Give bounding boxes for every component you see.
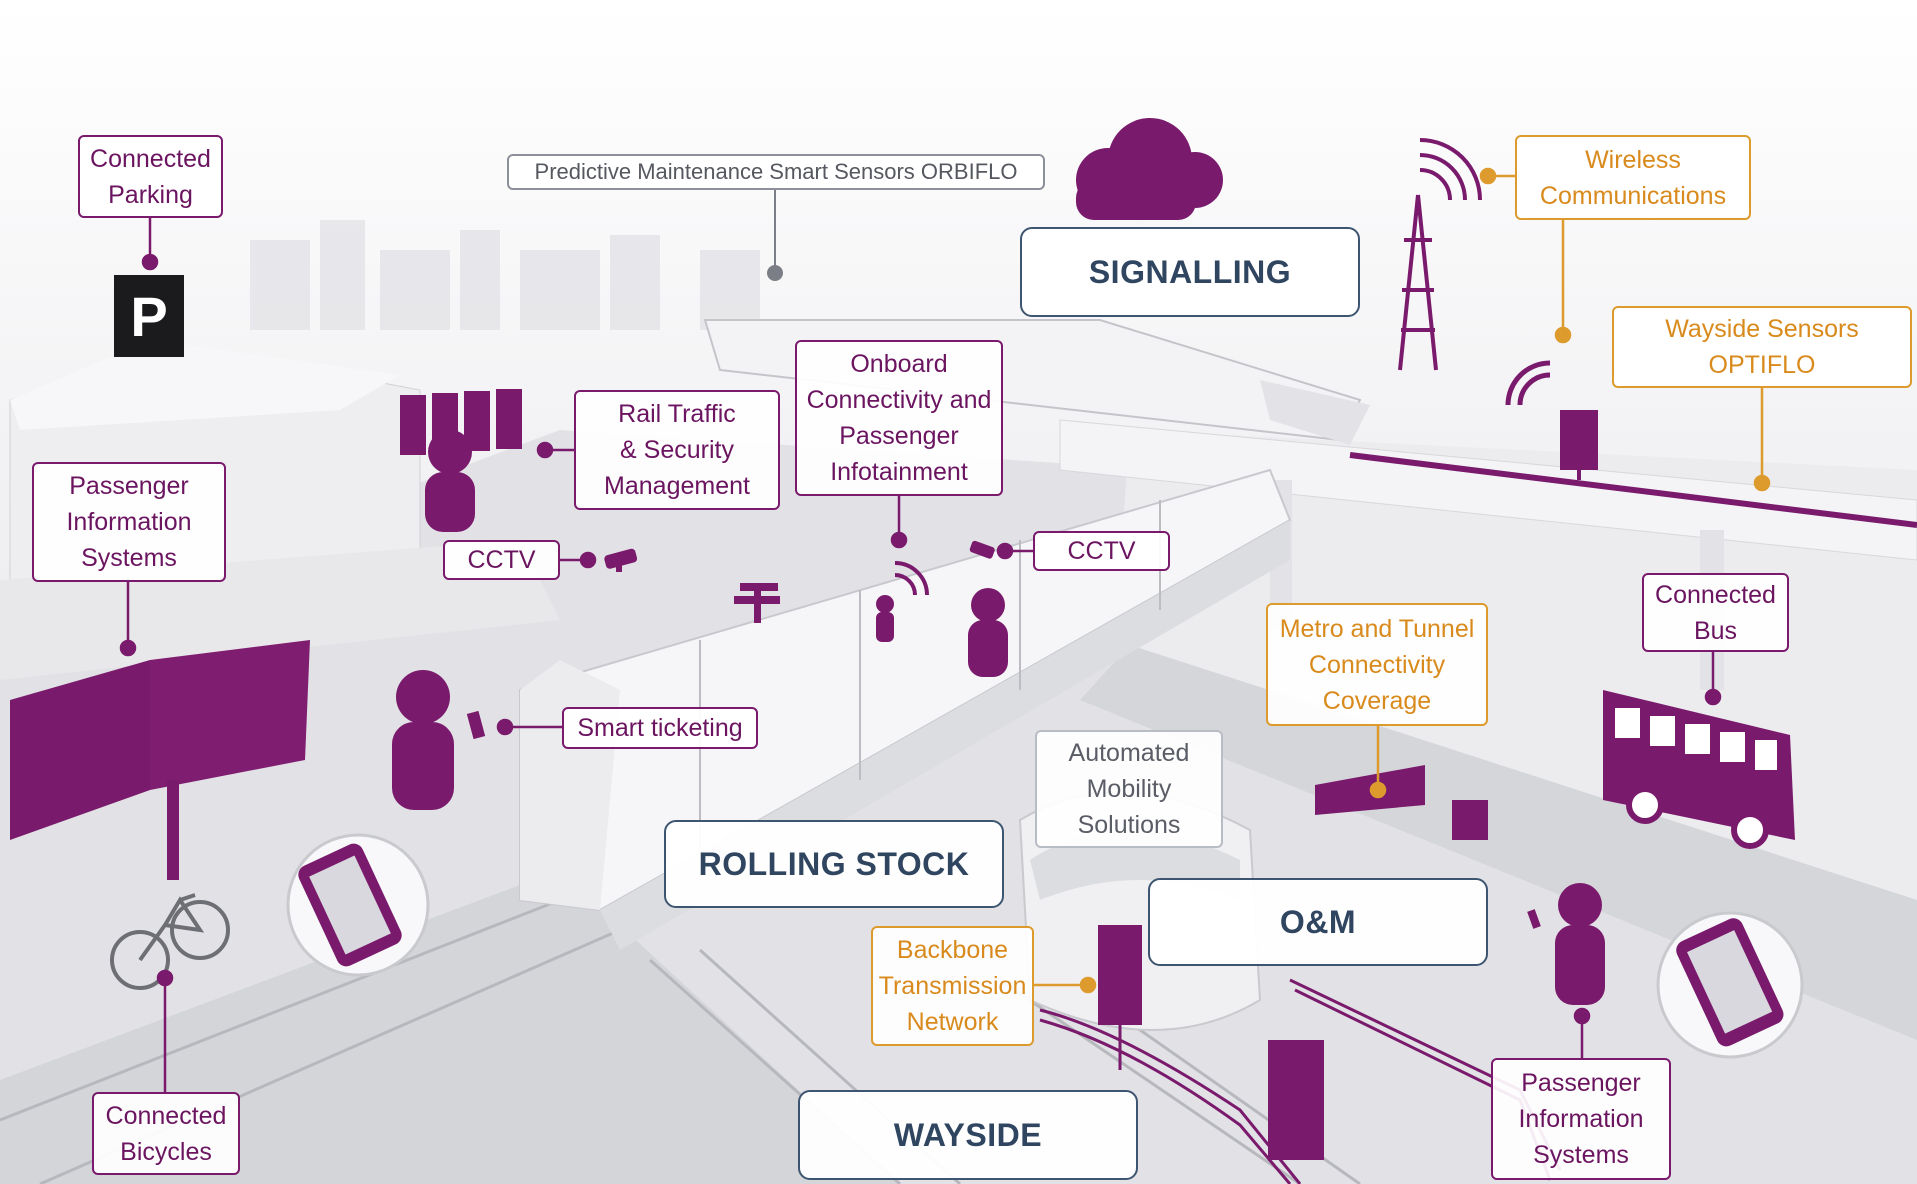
bicycle-icon xyxy=(110,893,230,990)
category-om: O&M xyxy=(1148,878,1488,966)
person-icon-ticketing xyxy=(392,670,486,810)
wayside-wifi-icon xyxy=(1505,360,1551,406)
person-icon-platform xyxy=(1527,883,1605,1005)
label-backbone-network: Backbone Transmission Network xyxy=(871,926,1034,1046)
bus-icon xyxy=(1603,690,1795,849)
label-connected-bus: Connected Bus xyxy=(1642,573,1789,652)
radio-tower-icon xyxy=(1398,138,1482,371)
wayside-sensor-device xyxy=(1560,410,1598,470)
viaduct xyxy=(1059,419,1917,561)
cctv-camera-icon-left xyxy=(604,548,638,572)
backbone-device xyxy=(1098,925,1142,1025)
parking-sign-icon xyxy=(114,275,184,357)
cloud-icon xyxy=(1076,118,1223,220)
tunnel-device xyxy=(1452,800,1488,840)
label-wayside-sensors: Wayside Sensors OPTIFLO xyxy=(1612,306,1912,388)
person-icon-window xyxy=(876,595,894,642)
label-connected-bicycles: Connected Bicycles xyxy=(92,1092,240,1175)
person-icon-train xyxy=(968,588,1008,677)
connector-lines xyxy=(119,218,1722,1092)
station-roof xyxy=(10,340,400,430)
connector-lines-orange xyxy=(1034,167,1771,994)
connector-line-gray xyxy=(767,190,783,281)
parking-sign-letter: P xyxy=(130,285,167,348)
label-connected-parking: Connected Parking xyxy=(78,135,223,218)
phone-icon-left xyxy=(286,833,430,977)
cctv-camera-icon-right xyxy=(969,540,995,559)
passenger-info-board-left xyxy=(10,640,310,880)
label-passenger-info-right: Passenger Information Systems xyxy=(1491,1058,1671,1180)
viaduct-cable xyxy=(1349,452,1917,528)
signal-post-icon xyxy=(734,583,780,623)
label-wireless-communications: Wireless Communications xyxy=(1515,135,1751,220)
label-passenger-info-left: Passenger Information Systems xyxy=(32,462,226,582)
phone-icon-right xyxy=(1656,911,1804,1059)
label-automated-mobility: Automated Mobility Solutions xyxy=(1035,730,1223,848)
category-rolling-stock: ROLLING STOCK xyxy=(664,820,1004,908)
label-cctv-right: CCTV xyxy=(1033,531,1170,571)
label-metro-tunnel-coverage: Metro and Tunnel Connectivity Coverage xyxy=(1266,603,1488,726)
backbone-device xyxy=(1268,1040,1324,1160)
category-wayside: WAYSIDE xyxy=(798,1090,1138,1180)
city-skyline xyxy=(250,220,760,330)
label-rail-traffic-security: Rail Traffic & Security Management xyxy=(574,390,780,510)
label-smart-ticketing: Smart ticketing xyxy=(562,707,758,749)
onboard-wifi-icon xyxy=(894,561,929,596)
person-icon-station xyxy=(425,430,475,532)
label-cctv-left: CCTV xyxy=(443,540,560,580)
category-signalling: SIGNALLING xyxy=(1020,227,1360,317)
label-predictive-maintenance: Predictive Maintenance Smart Sensors ORB… xyxy=(507,154,1045,190)
label-onboard-connectivity: Onboard Connectivity and Passenger Infot… xyxy=(795,340,1003,496)
